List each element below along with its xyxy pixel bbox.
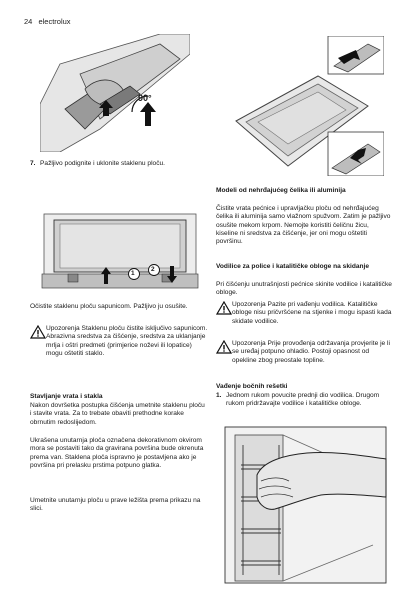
warning-catalytic: Upozorenja Pazite pri vađenju vodilica. … — [216, 301, 394, 326]
step-text: Jednom rukom povucite prednji dio vodili… — [226, 392, 380, 408]
section-body-reassembly: Nakon dovršetka postupka čišćenja umetni… — [30, 402, 205, 426]
warning-text: Upozorenja Staklenu ploču čistite isklju… — [46, 325, 208, 357]
paragraph-insert-panel: Umetnite unutarnju ploču u prave ležišta… — [30, 497, 201, 513]
figure-rail-removal — [223, 425, 388, 585]
caption-clean: Očistite staklenu ploču sapunicom. Pažlj… — [30, 303, 188, 310]
figure-glass-panel: 1 2 — [40, 212, 200, 300]
warning-triangle-icon — [216, 340, 232, 354]
brand-name: electrolux — [38, 17, 71, 26]
figure-glass-panel-removal — [218, 36, 384, 176]
section-title-guides: Vodilice za police i katalitičke obloge … — [216, 263, 370, 270]
figure-angle-label: 90° — [138, 93, 152, 103]
figure-label-1: 1 — [131, 270, 135, 277]
section-title-reassembly: Stavljanje vrata i stakla — [30, 393, 103, 400]
warning-text: Upozorenja Pazite pri vađenju vodilica. … — [232, 301, 392, 325]
warning-glass: Upozorenja Staklenu ploču čistite isklju… — [30, 325, 208, 358]
page-header: 24 electrolux — [24, 17, 71, 26]
step-number: 7. — [30, 160, 36, 167]
figure-door-lift: 90° — [40, 34, 190, 152]
paragraph-decorative-panel: Ukrašena unutarnja ploča označena dekora… — [30, 437, 204, 469]
warning-hot: Upozorenja Prije provođenja održavanja p… — [216, 340, 394, 365]
warning-triangle-icon — [30, 325, 46, 339]
section-body-models: Čistite vrata pećnice i upravljačku ploč… — [216, 205, 391, 246]
warning-triangle-icon — [216, 301, 232, 315]
step-text: Pažljivo podignite i uklonite staklenu p… — [40, 160, 165, 167]
step-1: 1. Jednom rukom povucite prednji dio vod… — [216, 392, 392, 409]
section-body-guides: Pri čišćenju unutrašnjosti pećnice skini… — [216, 281, 392, 297]
step-7: 7. Pažljivo podignite i uklonite staklen… — [30, 160, 200, 168]
warning-text: Upozorenja Prije provođenja održavanja p… — [232, 340, 390, 364]
section-title-models: Modeli od nehrđajućeg čelika ili alumini… — [216, 187, 346, 194]
page-number: 24 — [24, 17, 33, 26]
figure-label-2: 2 — [151, 266, 155, 273]
section-title-rails: Vađenje bočnih rešetki — [216, 383, 288, 390]
step-number: 1. — [216, 392, 222, 399]
